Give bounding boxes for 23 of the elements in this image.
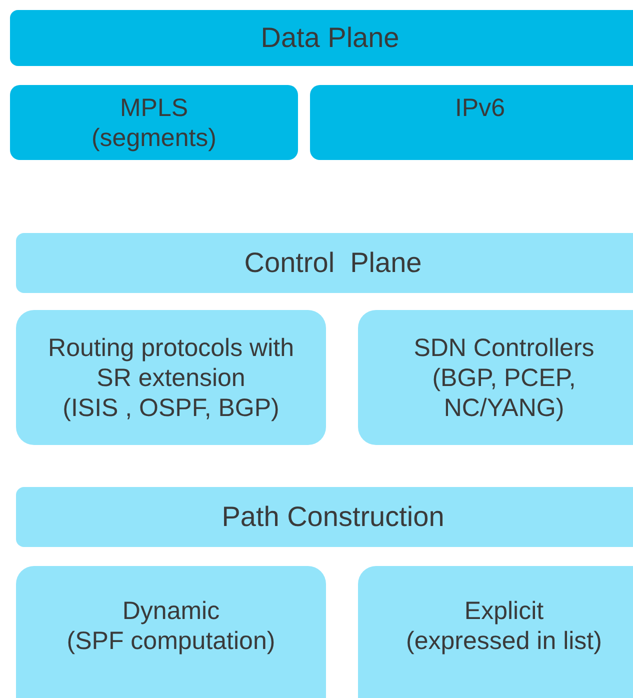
- data-plane-box: [310, 85, 633, 160]
- box-subtitle: (BGP, PCEP, NC/YANG): [431, 362, 577, 422]
- box-title: Dynamic: [122, 596, 220, 626]
- header-bar: [16, 487, 633, 547]
- header-bar: [16, 233, 633, 293]
- box-title: Routing protocols with SR extension: [47, 332, 295, 392]
- control-plane-box: [358, 310, 633, 445]
- box-subtitle: (ISIS , OSPF, BGP): [62, 392, 280, 422]
- box-subtitle: (SPF computation): [66, 626, 276, 656]
- box-title: Explicit: [464, 596, 544, 626]
- path-construction-box: [358, 566, 633, 698]
- box-title: Control Plane: [244, 246, 422, 280]
- box-subtitle: (segments): [91, 122, 217, 152]
- header-bar: [10, 10, 633, 66]
- box-title: SDN Controllers: [414, 332, 594, 362]
- data-plane-box: [10, 85, 298, 160]
- box-subtitle: (expressed in list): [406, 626, 602, 656]
- box-title: IPv6: [454, 92, 506, 122]
- box-title: Path Construction: [222, 500, 444, 534]
- path-construction-box: [16, 566, 326, 698]
- control-plane-box: [16, 310, 326, 445]
- box-title: MPLS: [120, 92, 188, 122]
- box-title: Data Plane: [260, 21, 400, 55]
